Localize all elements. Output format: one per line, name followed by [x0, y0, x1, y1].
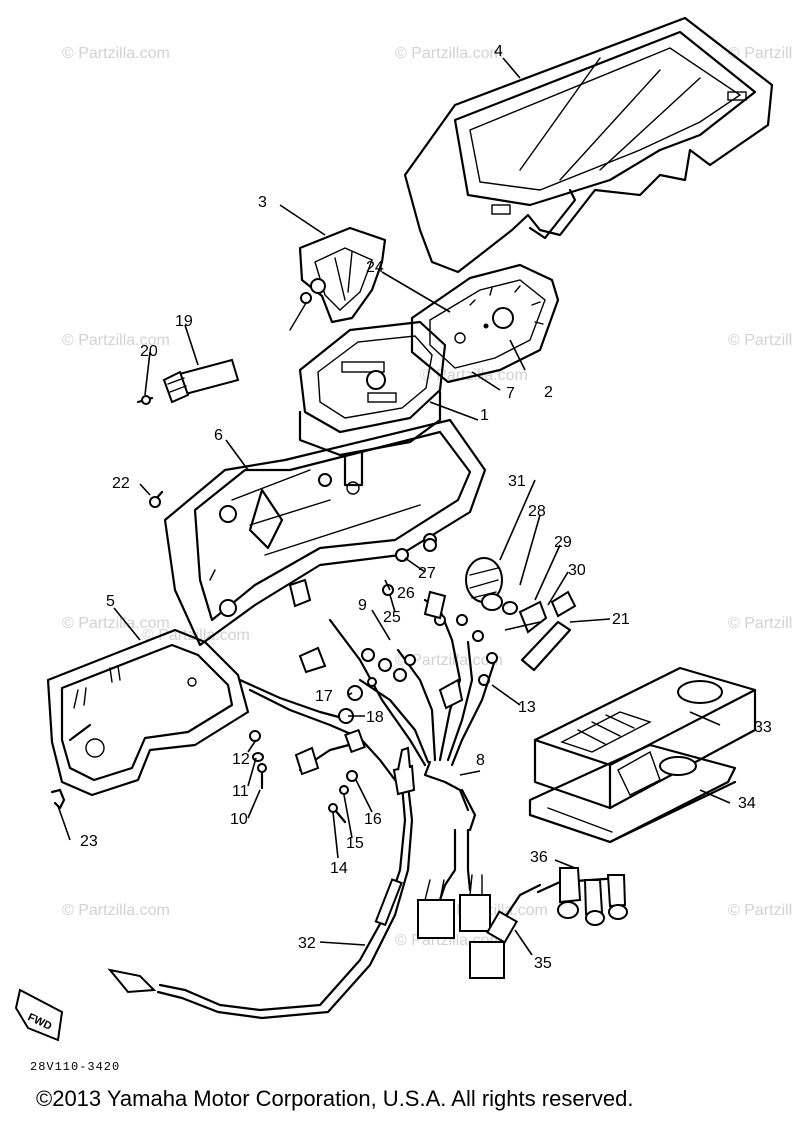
- fwd-arrow: FWD: [14, 988, 64, 1042]
- watermark: © Partzilla.com: [62, 45, 170, 62]
- callout-26: 26: [397, 585, 415, 602]
- callout-14: 14: [330, 860, 348, 877]
- watermark: © Partzilla.com: [395, 45, 503, 62]
- callout-34: 34: [738, 795, 756, 812]
- watermark: © Partzilla.com: [62, 902, 170, 919]
- callout-12: 12: [232, 751, 250, 768]
- callout-5: 5: [106, 593, 115, 610]
- callout-19: 19: [175, 313, 193, 330]
- callout-30: 30: [568, 562, 586, 579]
- watermark: © Partzilla.com: [440, 902, 548, 919]
- callouts: 1 2 3 4 5 6 7 8 9 10 11 12 13 14 15 16 1…: [80, 43, 772, 972]
- watermark: © Partzilla.com: [728, 615, 792, 632]
- callout-20: 20: [140, 343, 158, 360]
- small-fasteners: [338, 548, 409, 724]
- callout-18: 18: [366, 709, 384, 726]
- callout-3: 3: [258, 194, 267, 211]
- callout-2: 2: [544, 384, 553, 401]
- screw-washer-set: [249, 730, 267, 790]
- watermark: © Partzilla.com: [728, 45, 792, 62]
- indicator-panel: [533, 666, 757, 810]
- callout-6: 6: [214, 427, 223, 444]
- callout-8: 8: [476, 752, 485, 769]
- callout-16: 16: [364, 811, 382, 828]
- callout-24: 24: [366, 259, 384, 276]
- callout-4: 4: [494, 43, 503, 60]
- callout-36: 36: [530, 849, 548, 866]
- watermark: © Partzilla.com: [62, 332, 170, 349]
- speedometer: [298, 320, 447, 495]
- meter-cable: [107, 746, 416, 1020]
- callout-17: 17: [315, 688, 333, 705]
- callout-28: 28: [528, 503, 546, 520]
- copyright-notice: ©2013 Yamaha Motor Corporation, U.S.A. A…: [36, 1086, 634, 1111]
- screw-set-14: [328, 770, 358, 824]
- callout-21: 21: [612, 611, 630, 628]
- drawing-code: 28V110-3420: [30, 1060, 120, 1074]
- callout-11: 11: [232, 783, 249, 800]
- callout-13: 13: [518, 699, 536, 716]
- callout-7: 7: [506, 385, 515, 402]
- socket-assembly: [465, 557, 577, 634]
- indicator-bulbs: [536, 867, 628, 926]
- meter-case: [163, 418, 487, 647]
- callout-9: 9: [358, 597, 367, 614]
- callout-35: 35: [534, 955, 552, 972]
- grommet-23: [50, 788, 66, 810]
- meter-cover: [403, 16, 774, 274]
- watermark: © Partzilla.com: [395, 652, 503, 669]
- tachometer: [410, 263, 560, 384]
- wire-harness: [238, 538, 498, 832]
- callout-27: 27: [418, 565, 436, 582]
- bulb-bracket: [289, 226, 387, 331]
- watermark: © Partzilla.com: [728, 332, 792, 349]
- callout-29: 29: [554, 534, 572, 551]
- watermark: © Partzilla.com: [728, 902, 792, 919]
- leader-lines: [57, 57, 731, 956]
- connector-set: [417, 828, 542, 979]
- screw-20: [136, 395, 154, 405]
- trip-knob: [162, 358, 240, 404]
- callout-32: 32: [298, 935, 316, 952]
- callout-25: 25: [383, 609, 401, 626]
- indicator-base: [528, 743, 737, 844]
- callout-23: 23: [80, 833, 98, 850]
- callout-10: 10: [230, 811, 248, 828]
- callout-22: 22: [112, 475, 130, 492]
- meter-bottom-cover: [46, 628, 250, 797]
- callout-33: 33: [754, 719, 772, 736]
- callout-15: 15: [346, 835, 364, 852]
- screw-22: [149, 490, 164, 508]
- callout-31: 31: [508, 473, 526, 490]
- watermark: © Partzilla.com: [62, 615, 170, 632]
- callout-1: 1: [480, 407, 489, 424]
